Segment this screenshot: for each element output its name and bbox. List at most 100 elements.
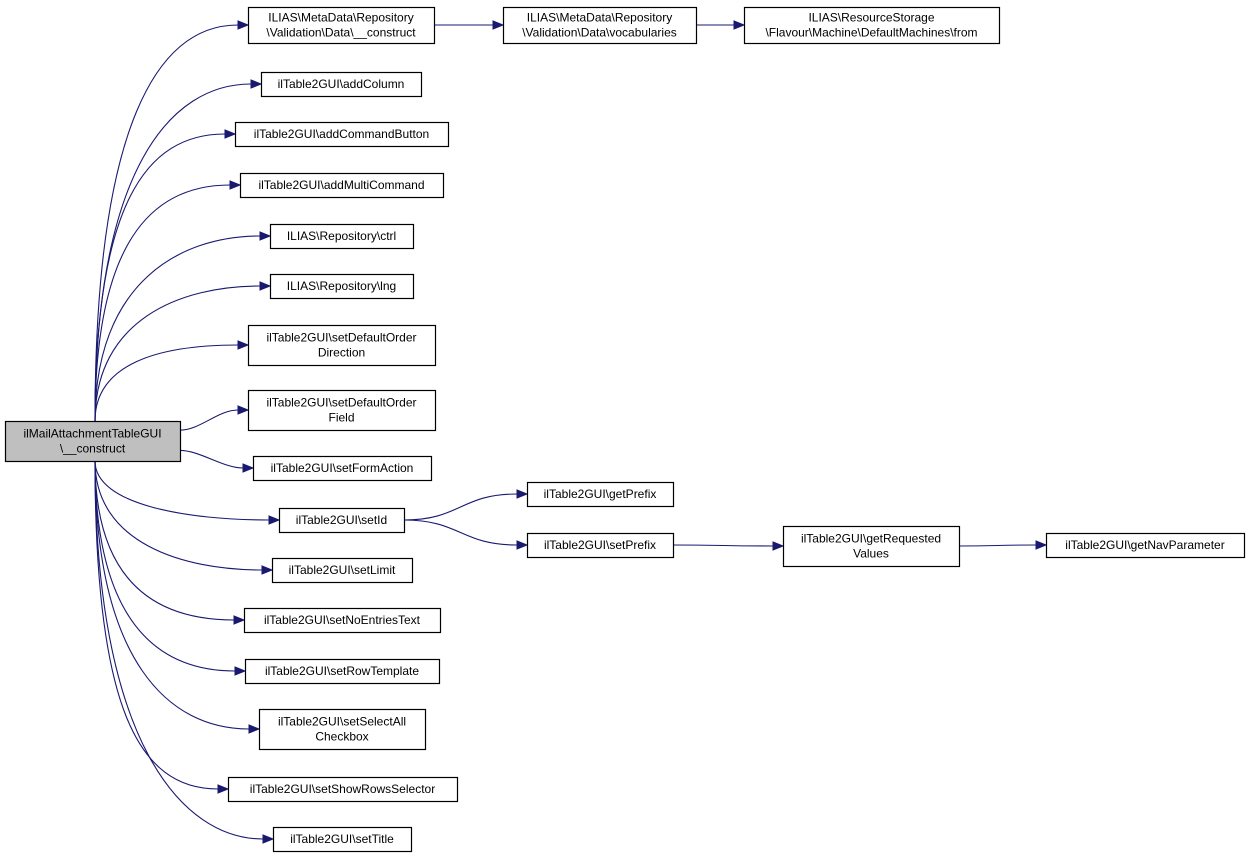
function-node[interactable]: ilTable2GUI\addMultiCommand (239, 172, 445, 199)
edge-root-n22 (94, 460, 275, 844)
node-box (239, 172, 445, 199)
function-node[interactable]: ilTable2GUI\setTitle (272, 826, 413, 853)
node-label: ILIAS\MetaData\Repository (268, 11, 413, 25)
root-node[interactable]: ilMailAttachmentTableGUI\__construct (4, 420, 182, 463)
node-box (258, 708, 427, 751)
edge-line (94, 344, 239, 422)
function-node[interactable]: ilTable2GUI\setId (278, 507, 406, 534)
node-label: ilTable2GUI\addCommandButton (254, 127, 429, 141)
function-node[interactable]: ILIAS\MetaData\Repository\Validation\Dat… (247, 6, 436, 45)
function-node[interactable]: ilTable2GUI\setNoEntriesText (243, 607, 442, 634)
edge-root-n19 (94, 460, 247, 676)
arrowhead-icon (224, 129, 237, 139)
function-node[interactable]: ILIAS\ResourceStorage\Flavour\Machine\De… (743, 6, 1001, 45)
node-label: ilTable2GUI\setPrefix (544, 538, 656, 552)
arrowhead-icon (234, 666, 247, 676)
edge-root-n6 (94, 180, 242, 422)
node-label: \Validation\Data\__construct (266, 26, 416, 40)
function-node[interactable]: ilTable2GUI\setRowTemplate (244, 658, 441, 685)
node-label: ilTable2GUI\setDefaultOrder (266, 396, 416, 410)
node-label: ilTable2GUI\setLimit (289, 563, 396, 577)
node-box (782, 525, 961, 568)
function-node[interactable]: ILIAS\Repository\lng (269, 273, 415, 300)
node-label: ILIAS\MetaData\Repository (527, 11, 672, 25)
function-node[interactable]: ilTable2GUI\setFormAction (252, 455, 433, 482)
edge-line (94, 460, 236, 672)
edge-root-n1 (94, 20, 250, 422)
arrowhead-icon (1035, 540, 1048, 550)
nodes-layer: ilMailAttachmentTableGUI\__construct ILIA… (4, 6, 1246, 853)
function-node[interactable]: ILIAS\MetaData\Repository\Validation\Dat… (502, 6, 698, 45)
node-label: ilTable2GUI\setDefaultOrder (266, 331, 416, 345)
function-node[interactable]: ilTable2GUI\setLimit (271, 557, 414, 584)
node-label: ilTable2GUI\setRowTemplate (265, 664, 419, 678)
node-label: \__construct (60, 442, 126, 456)
function-node[interactable]: ilTable2GUI\setPrefix (526, 532, 675, 559)
arrowhead-icon (492, 20, 505, 30)
node-box (234, 121, 450, 148)
node-label: ilMailAttachmentTableGUI (23, 427, 161, 441)
node-box (247, 324, 437, 367)
arrowhead-icon (233, 615, 246, 625)
edge-root-n12 (94, 460, 281, 525)
node-box (4, 420, 182, 463)
edge-root-n17 (94, 460, 274, 575)
function-node[interactable]: ilTable2GUI\getPrefix (526, 481, 675, 508)
function-node[interactable]: ilTable2GUI\addColumn (260, 71, 423, 98)
arrowhead-icon (217, 784, 230, 794)
arrowhead-icon (237, 20, 250, 30)
edge-line (94, 460, 219, 790)
node-label: Checkbox (315, 730, 368, 744)
function-node[interactable]: ilTable2GUI\getNavParameter (1045, 532, 1246, 559)
node-label: ilTable2GUI\getRequested (801, 532, 941, 546)
node-box (243, 607, 442, 634)
node-box (247, 389, 437, 432)
edge-line (179, 409, 239, 431)
edge-root-n18 (94, 460, 246, 625)
edge-root-n8 (94, 281, 272, 422)
node-box (743, 6, 1001, 45)
edge-n12-n13 (403, 489, 529, 521)
function-node[interactable]: ilTable2GUI\setShowRowsSelector (227, 776, 459, 803)
edge-line (94, 460, 235, 621)
edge-line (94, 460, 264, 840)
arrowhead-icon (250, 79, 263, 89)
node-label: ilTable2GUI\addMultiCommand (258, 178, 424, 192)
node-label: ilTable2GUI\getPrefix (544, 487, 657, 501)
node-label: Values (853, 547, 889, 561)
edge-n12-n14 (403, 519, 529, 550)
node-box (1045, 532, 1246, 559)
arrowhead-icon (237, 340, 250, 350)
arrowhead-icon (248, 724, 261, 734)
arrowhead-icon (516, 540, 529, 550)
arrowhead-icon (229, 180, 242, 190)
node-label: ILIAS\ResourceStorage (808, 11, 934, 25)
edge-root-n21 (94, 460, 230, 794)
node-box (260, 71, 423, 98)
node-box (244, 658, 441, 685)
node-label: ilTable2GUI\setTitle (290, 832, 394, 846)
node-label: ilTable2GUI\setFormAction (271, 461, 414, 475)
arrowhead-icon (516, 489, 529, 499)
arrowhead-icon (237, 405, 250, 415)
node-label: \Flavour\Machine\DefaultMachines\from (765, 26, 977, 40)
node-box (269, 273, 415, 300)
edge-line (958, 544, 1037, 547)
arrowhead-icon (261, 565, 274, 575)
node-box (247, 6, 436, 45)
node-box (272, 826, 413, 853)
edge-line (94, 24, 239, 422)
edge-n1-n2 (434, 20, 505, 30)
edge-n15-n16 (958, 540, 1048, 550)
arrowhead-icon (733, 20, 746, 30)
function-node[interactable]: ilTable2GUI\addCommandButton (234, 121, 450, 148)
edge-root-n9 (94, 340, 250, 422)
function-node[interactable]: ILIAS\Repository\ctrl (269, 223, 415, 250)
edge-line (94, 235, 261, 422)
node-box (269, 223, 415, 250)
